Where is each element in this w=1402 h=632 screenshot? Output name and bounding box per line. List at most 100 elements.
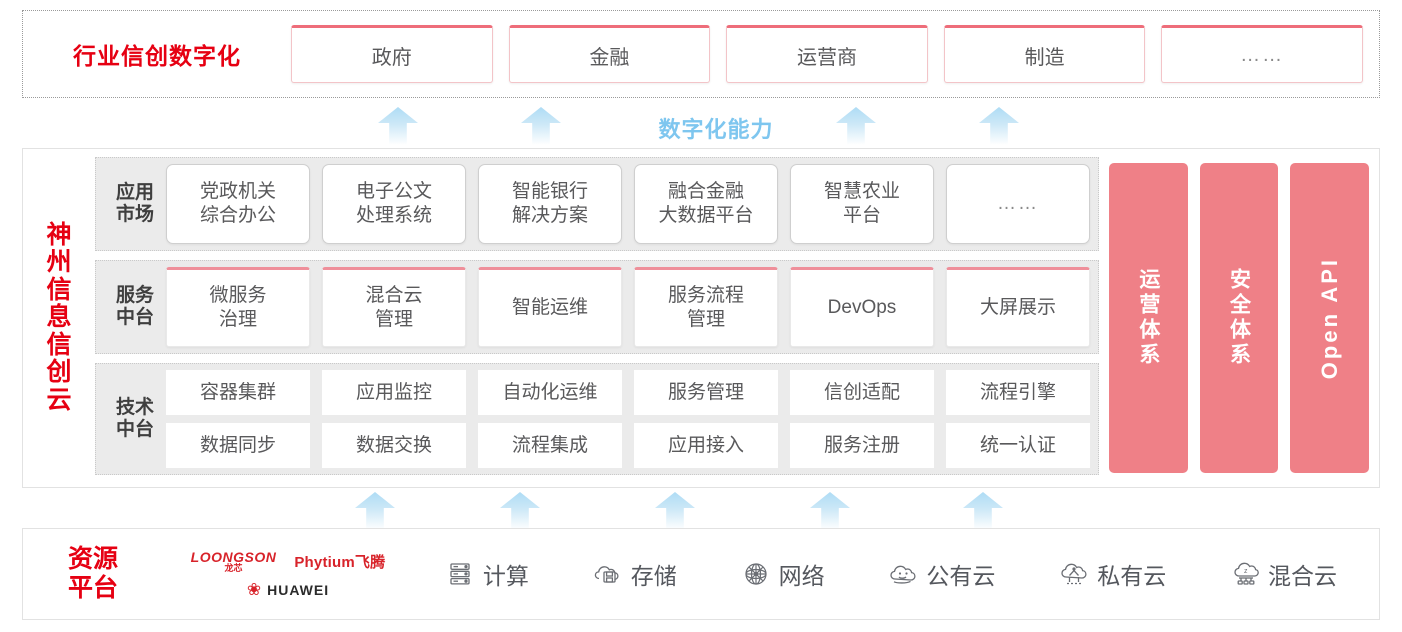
- up-arrow-icon: [655, 492, 695, 530]
- industry-card-telecom[interactable]: 运营商: [726, 25, 928, 83]
- tech-card-xinchuang-adaptation[interactable]: 信创适配: [790, 370, 934, 415]
- resource-item-label: 网络: [778, 563, 825, 589]
- resource-title-line: 资源: [67, 545, 118, 574]
- layer-label-line: 应用: [115, 182, 154, 204]
- resource-item-label: 公有云: [926, 563, 996, 589]
- server-icon: [445, 559, 475, 589]
- layer-application-market: 应用 市场 党政机关 综合办公 电子公文: [95, 157, 1099, 251]
- up-arrow-icon: [521, 107, 561, 145]
- svc-card-devops[interactable]: DevOps: [790, 267, 934, 347]
- tech-card-app-access[interactable]: 应用接入: [634, 423, 778, 468]
- cloud-storage-icon: [593, 559, 623, 589]
- industry-card-manufacturing[interactable]: 制造: [943, 25, 1146, 83]
- resource-item-storage[interactable]: 存储: [593, 557, 677, 591]
- industry-card-more[interactable]: ……: [1161, 25, 1363, 83]
- svc-card-big-screen-display[interactable]: 大屏展示: [946, 267, 1090, 347]
- cloud-title-char: 州: [46, 248, 72, 277]
- pillar-operations-system[interactable]: 运营体系: [1109, 163, 1188, 473]
- tech-card-service-management[interactable]: 服务管理: [634, 370, 778, 415]
- card-line: 智慧农业: [823, 181, 900, 203]
- app-card-government-office[interactable]: 党政机关 综合办公: [166, 164, 310, 244]
- app-card-smart-banking[interactable]: 智能银行 解决方案: [478, 164, 622, 244]
- vendor-logo-group: LOONGSON 龙芯 Phytium飞腾 ❀ HUAWEI: [163, 550, 413, 598]
- up-arrow-icon: [378, 107, 418, 145]
- tech-card-app-monitoring[interactable]: 应用监控: [322, 370, 466, 415]
- service-platform-cards: 微服务 治理 混合云 管理 智能运维: [166, 267, 1090, 347]
- phytium-logo: Phytium飞腾: [294, 554, 386, 571]
- tech-card-automated-ops[interactable]: 自动化运维: [478, 370, 622, 415]
- svg-text:z: z: [1244, 568, 1248, 575]
- resource-item-public-cloud[interactable]: 公有云: [888, 557, 995, 591]
- layer-label-line: 市场: [115, 204, 154, 225]
- private-cloud-icon: [1059, 559, 1089, 589]
- layer-label-tech-platform: 技术 中台: [104, 397, 166, 441]
- resource-item-label: 私有云: [1097, 563, 1167, 589]
- card-line: 智能银行: [511, 181, 588, 203]
- up-arrow-icon: [836, 107, 876, 145]
- resource-item-hybrid-cloud[interactable]: z 混合云: [1230, 557, 1337, 591]
- resource-item-private-cloud[interactable]: 私有云: [1059, 557, 1166, 591]
- resource-item-compute[interactable]: 计算: [445, 557, 529, 591]
- app-card-edoc-system[interactable]: 电子公文 处理系统: [322, 164, 466, 244]
- cloud-title-char: 信: [46, 275, 72, 304]
- layer-service-platform: 服务 中台 微服务 治理 混合云 管: [95, 260, 1099, 354]
- card-line: 党政机关: [199, 181, 276, 203]
- resource-item-list: 计算 存储: [413, 557, 1379, 591]
- vendor-row-top: LOONGSON 龙芯 Phytium飞腾: [191, 550, 386, 573]
- cloud-title-char: 云: [46, 385, 72, 414]
- up-arrow-icon: [355, 492, 395, 530]
- cloud-title-char: 创: [46, 358, 72, 387]
- vendor-row-bottom: ❀ HUAWEI: [247, 581, 329, 598]
- tech-card-unified-auth[interactable]: 统一认证: [946, 423, 1090, 468]
- card-line: 管理: [374, 309, 413, 330]
- network-icon: [741, 559, 771, 589]
- app-card-finance-bigdata[interactable]: 融合金融 大数据平台: [634, 164, 778, 244]
- up-arrow-icon: [979, 107, 1019, 145]
- application-market-cards: 党政机关 综合办公 电子公文 处理系统 智能银行: [166, 164, 1090, 244]
- pillar-label: Open API: [1316, 256, 1342, 380]
- resource-item-network[interactable]: 网络: [741, 557, 825, 591]
- tech-card-process-integration[interactable]: 流程集成: [478, 423, 622, 468]
- card-line: 服务流程: [667, 285, 744, 307]
- layer-label-line: 中台: [115, 419, 154, 440]
- cloud-platform-title: 神 州 信 息 信 创 云: [23, 149, 95, 487]
- cloud-platform-box: 神 州 信 息 信 创 云 应用 市场 党政机关: [22, 148, 1380, 488]
- layer-label-application-market: 应用 市场: [104, 182, 166, 226]
- cloud-title-char: 信: [46, 330, 72, 359]
- pillar-label: 安全体系: [1227, 268, 1251, 368]
- resource-platform-box: 资源 平台 LOONGSON 龙芯 Phytium飞腾 ❀ HUAWEI: [22, 528, 1380, 620]
- svc-card-hybrid-cloud-mgmt[interactable]: 混合云 管理: [322, 267, 466, 347]
- industry-card-finance[interactable]: 金融: [508, 25, 711, 83]
- resource-title-line: 平台: [67, 574, 118, 602]
- layer-tech-platform: 技术 中台 容器集群 应用监控 自动化运维 服务管理 信创适配 流程引擎: [95, 363, 1099, 475]
- resource-item-label: 计算: [482, 563, 529, 589]
- digital-capability-label: 数字化能力: [658, 117, 774, 142]
- svc-card-microservice-governance[interactable]: 微服务 治理: [166, 267, 310, 347]
- card-line: 智能运维: [511, 297, 588, 319]
- svc-card-aiops[interactable]: 智能运维: [478, 267, 622, 347]
- tech-card-process-engine[interactable]: 流程引擎: [946, 370, 1090, 415]
- card-line: 大数据平台: [658, 205, 754, 226]
- pillar-open-api[interactable]: Open API: [1290, 163, 1370, 473]
- card-line: 微服务: [209, 285, 267, 307]
- card-line: 平台: [842, 205, 881, 226]
- app-card-smart-agriculture[interactable]: 智慧农业 平台: [790, 164, 934, 244]
- card-line: 融合金融: [667, 181, 744, 203]
- card-line: 综合办公: [199, 205, 276, 226]
- svc-card-service-process-mgmt[interactable]: 服务流程 管理: [634, 267, 778, 347]
- tech-card-data-exchange[interactable]: 数据交换: [322, 423, 466, 468]
- tech-card-container-cluster[interactable]: 容器集群: [166, 370, 310, 415]
- layer-stack: 应用 市场 党政机关 综合办公 电子公文: [95, 157, 1099, 479]
- card-line: 混合云: [365, 285, 423, 307]
- industry-card-government[interactable]: 政府: [291, 25, 493, 83]
- tech-card-data-sync[interactable]: 数据同步: [166, 423, 310, 468]
- app-card-more[interactable]: ……: [946, 164, 1090, 244]
- card-line: DevOps: [827, 297, 897, 319]
- tech-card-service-registry[interactable]: 服务注册: [790, 423, 934, 468]
- up-arrow-icon: [963, 492, 1003, 530]
- pillar-group: 运营体系 安全体系 Open API: [1109, 157, 1370, 479]
- tech-row-2: 数据同步 数据交换 流程集成 应用接入 服务注册 统一认证: [166, 423, 1090, 468]
- pillar-security-system[interactable]: 安全体系: [1199, 163, 1279, 473]
- card-line: 治理: [218, 309, 257, 330]
